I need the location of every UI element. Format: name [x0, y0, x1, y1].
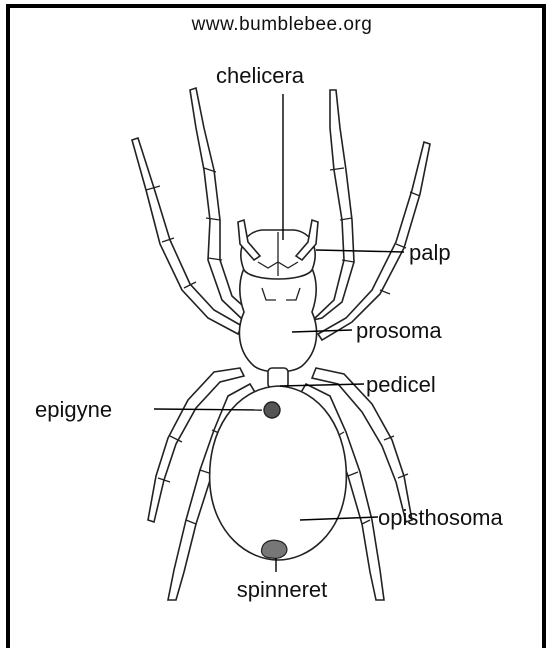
label-epigyne: epigyne: [35, 397, 112, 422]
label-opisthosoma: opisthosoma: [378, 505, 504, 530]
source-watermark: www.bumblebee.org: [191, 14, 373, 35]
label-palp: palp: [409, 240, 451, 265]
spinneret-shape: [261, 540, 286, 558]
label-pedicel: pedicel: [366, 372, 436, 397]
label-spinneret: spinneret: [237, 577, 328, 602]
label-prosoma: prosoma: [356, 318, 442, 343]
epigyne-shape: [264, 402, 280, 418]
pedicel-shape: [268, 368, 288, 388]
label-chelicera: chelicera: [216, 63, 305, 88]
